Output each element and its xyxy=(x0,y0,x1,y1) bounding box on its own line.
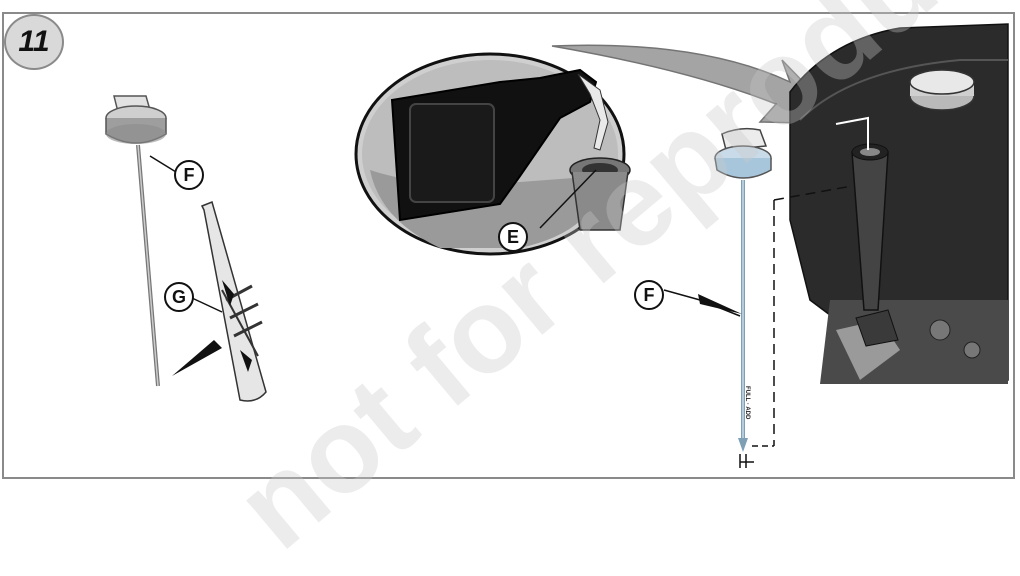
callout-g: G xyxy=(164,282,194,312)
callout-e: E xyxy=(498,222,528,252)
right-dipstick: FULL · ADD xyxy=(663,127,853,468)
pour-oil-inset xyxy=(354,52,631,256)
callout-f-right: F xyxy=(634,280,664,310)
dipstick-scale-text: FULL · ADD xyxy=(744,386,750,420)
callout-g-label: G xyxy=(171,286,186,307)
manual-illustration: FULL · ADD xyxy=(105,23,1009,468)
engine xyxy=(789,23,1009,384)
step-number: 11 xyxy=(18,25,50,58)
left-dipstick xyxy=(105,95,177,387)
step-number-badge: 11 xyxy=(4,14,64,70)
callout-f-left: F xyxy=(174,160,204,190)
callout-f-left-label: F xyxy=(183,164,195,185)
callout-e-label: E xyxy=(506,226,519,247)
dipstick-blade-zoom xyxy=(172,200,267,402)
callout-f-right-label: F xyxy=(643,284,655,305)
